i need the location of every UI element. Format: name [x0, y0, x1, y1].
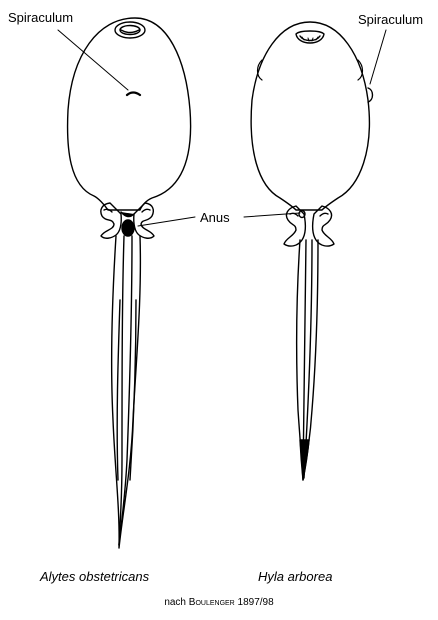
- alytes-tadpole: [68, 18, 191, 548]
- credit-year: 1897/98: [235, 597, 274, 608]
- alytes-left-leg: [101, 203, 121, 238]
- credit-author: Boulenger: [189, 597, 235, 608]
- anus-label: Anus: [200, 211, 230, 224]
- spiraculum-label-right: Spiraculum: [358, 13, 423, 26]
- hyla-tadpole: [251, 22, 372, 480]
- leader-lines: [58, 30, 386, 226]
- hyla-body-outline: [251, 22, 369, 210]
- hyla-left-leg: [284, 206, 305, 246]
- leader-anus-right: [244, 213, 300, 217]
- leader-anus-left: [138, 217, 195, 226]
- caption-alytes-obstetricans: Alytes obstetricans: [40, 570, 149, 583]
- alytes-body-outline: [68, 18, 191, 210]
- spiraculum-label-left: Spiraculum: [8, 11, 73, 24]
- alytes-spiraculum-mark: [127, 93, 140, 96]
- hyla-right-leg: [313, 206, 334, 246]
- source-credit: nach Boulenger 1897/98: [0, 598, 438, 608]
- alytes-right-leg: [134, 203, 154, 238]
- alytes-anus: [122, 220, 134, 236]
- credit-prefix: nach: [164, 597, 188, 608]
- caption-hyla-arborea: Hyla arborea: [258, 570, 332, 583]
- leader-spiraculum-right: [370, 30, 386, 84]
- alytes-tail: [112, 236, 141, 548]
